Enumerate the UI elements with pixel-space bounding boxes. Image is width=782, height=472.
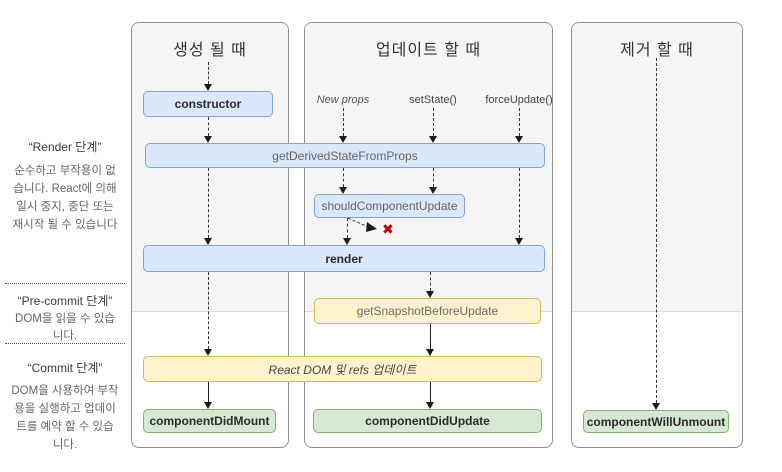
phase-divider [5,343,125,344]
flow-arrow [430,382,431,402]
phase-desc-line: 니다. [52,330,78,342]
trigger-force-update: forceUpdate() [485,94,553,106]
arrowhead-icon [515,136,523,143]
arrowhead-icon [426,349,434,356]
arrowhead-icon [204,238,212,245]
flow-arrow [208,382,209,402]
panel-unmounting: 제거 할 때 [571,22,743,448]
phase-desc-line: DOM을 사용하여 부작 [11,385,119,397]
skip-branch-arrow [347,217,377,232]
skip-x-icon: ✖ [382,221,394,237]
node-constructor[interactable]: constructor [143,91,273,117]
render-phase-band [572,23,742,312]
flow-arrow [347,218,348,238]
node-get-snapshot-before-update[interactable]: getSnapshotBeforeUpdate [314,298,541,324]
arrowhead-icon [339,136,347,143]
phase-desc-line: 재시작 될 수 있습니다 [12,219,118,231]
phase-desc-line: 일시 중지, 중단 또는 [16,201,114,213]
phase-title-commit: “Commit 단계” [27,361,103,375]
phase-title-render: “Render 단계” [28,140,102,154]
node-react-dom-refs-update: React DOM 및 refs 업데이트 [143,356,542,382]
node-render[interactable]: render [143,245,545,272]
trigger-new-props: New props [316,94,370,106]
flow-arrow [519,108,520,136]
phase-desc-line: 니다. [52,439,78,451]
node-get-derived-state-from-props[interactable]: getDerivedStateFromProps [145,143,545,168]
flow-arrow [208,272,209,349]
phase-desc-render: 순수하고 부작용이 없 습니다. React에 의해 일시 중지, 중단 또는 … [0,162,130,234]
phase-divider [5,283,125,284]
arrowhead-icon [343,238,351,245]
flow-arrow [656,58,657,403]
flow-arrow [208,117,209,136]
panel-header-updating: 업데이트 할 때 [375,42,482,59]
phase-desc-line: DOM을 읽을 수 있습 [15,313,115,325]
arrowhead-icon [204,136,212,143]
flow-arrow [343,108,344,136]
flow-arrow [208,62,209,84]
flow-arrow [433,108,434,136]
flow-arrow [433,168,434,187]
node-component-will-unmount[interactable]: componentWillUnmount [583,410,729,433]
trigger-set-state: setState() [409,94,457,106]
arrowhead-icon [515,238,523,245]
arrowhead-icon [429,187,437,194]
arrowhead-icon [429,136,437,143]
node-component-did-update[interactable]: componentDidUpdate [313,409,542,433]
panel-updating: 업데이트 할 때 [304,22,553,448]
phase-desc-line: 습니다. React에 의해 [13,183,117,195]
flow-arrow [430,272,431,291]
phase-desc-precommit: DOM을 읽을 수 있습 니다. [0,311,130,345]
flow-arrow [519,168,520,238]
phase-desc-commit: DOM을 사용하여 부작 용을 실행하고 업데이 트를 예약 할 수 있습 니다… [0,382,130,454]
arrowhead-icon [652,403,660,410]
panel-header-unmounting: 제거 할 때 [620,42,694,59]
panel-header-mounting: 생성 될 때 [173,42,247,59]
phase-title-precommit: “Pre-commit 단계” [17,294,113,308]
phase-desc-line: 트를 예약 할 수 있습 [16,421,114,433]
node-should-component-update[interactable]: shouldComponentUpdate [314,194,465,218]
arrowhead-icon [204,84,212,91]
arrowhead-icon [426,402,434,409]
flow-arrow [208,168,209,238]
phase-desc-line: 순수하고 부작용이 없 [14,165,116,177]
flow-arrow [430,324,431,349]
node-component-did-mount[interactable]: componentDidMount [143,409,276,433]
arrowhead-icon [339,187,347,194]
flow-arrow [343,168,344,187]
arrowhead-icon [426,291,434,298]
arrowhead-icon [204,402,212,409]
arrowhead-icon [204,349,212,356]
phase-desc-line: 용을 실행하고 업데이 [14,403,116,415]
